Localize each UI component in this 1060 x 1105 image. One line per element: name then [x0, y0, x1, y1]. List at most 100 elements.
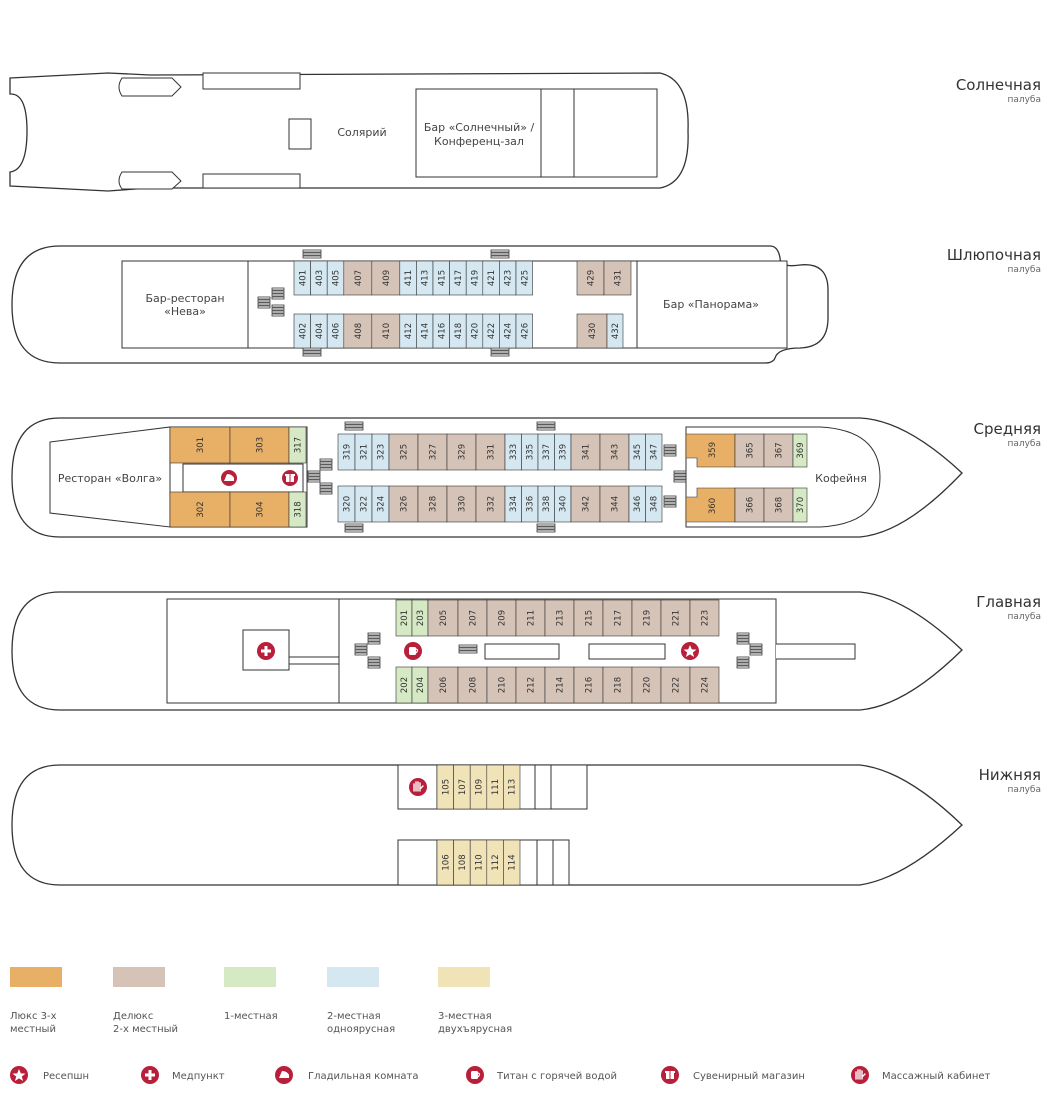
- lower-deck-title: Нижняя: [979, 766, 1041, 784]
- cabin-343[interactable]: [599, 433, 630, 471]
- cabin-label: 320: [343, 496, 353, 512]
- cabin-212[interactable]: [515, 666, 546, 704]
- cabin-215[interactable]: [573, 599, 604, 637]
- cabin-429[interactable]: [576, 260, 605, 296]
- cabin-label: 202: [400, 677, 410, 693]
- massage-hand-icon: [851, 1066, 869, 1084]
- cabin-label: 109: [475, 779, 485, 795]
- main-deck-top-cabins: 201 203 205 207 209 211 213 215 217 219 …: [395, 599, 720, 637]
- cabin-209[interactable]: [486, 599, 517, 637]
- cabin-326[interactable]: [388, 485, 419, 523]
- cabin-label: 417: [454, 270, 464, 286]
- cabin-431[interactable]: [603, 260, 632, 296]
- cabin-211[interactable]: [515, 599, 546, 637]
- cabin-label: 220: [643, 677, 653, 693]
- cabin-408[interactable]: [343, 313, 373, 349]
- cabin-365[interactable]: [734, 433, 765, 468]
- cabin-label: 333: [509, 444, 519, 460]
- panorama-label: Бар «Панорама»: [663, 298, 759, 311]
- cabin-205[interactable]: [427, 599, 459, 637]
- sun-deck: Солярий Бар «Солнечный» / Конференц-зал …: [9, 72, 1041, 192]
- legend-deluxe-1: Делюкс: [113, 1011, 153, 1022]
- cabin-368[interactable]: [763, 487, 794, 523]
- cabin-223[interactable]: [689, 599, 720, 637]
- cabin-label: 224: [701, 677, 711, 693]
- legend-reception: Ресепшн: [43, 1071, 89, 1082]
- cabin-207[interactable]: [457, 599, 488, 637]
- cabin-206[interactable]: [427, 666, 459, 704]
- cabin-label: 369: [796, 442, 806, 458]
- cabin-label: 366: [746, 497, 756, 513]
- cabin-label: 360: [708, 498, 718, 514]
- cabin-348[interactable]: [645, 485, 663, 523]
- cabin-218[interactable]: [602, 666, 633, 704]
- cabin-label: 421: [487, 270, 497, 286]
- cabin-label: 326: [400, 496, 410, 512]
- cabin-label: 334: [509, 496, 519, 512]
- cabin-341[interactable]: [570, 433, 601, 471]
- cabin-label: 319: [343, 444, 353, 460]
- cabin-label: 219: [643, 610, 653, 626]
- cabin-410[interactable]: [371, 313, 401, 349]
- boat-deck-subtitle: палуба: [1007, 265, 1041, 275]
- cabin-347[interactable]: [645, 433, 663, 471]
- cabin-label: 429: [587, 270, 597, 286]
- legend-titan: Титан с горячей водой: [496, 1071, 617, 1082]
- cabin-318[interactable]: [288, 491, 307, 528]
- cabin-216[interactable]: [573, 666, 604, 704]
- cabin-label: 365: [746, 442, 756, 458]
- cabin-430[interactable]: [576, 313, 608, 349]
- swatch-triple: [438, 967, 490, 987]
- cabin-114[interactable]: [503, 839, 521, 886]
- cabin-label: 419: [471, 270, 481, 286]
- cabin-317[interactable]: [288, 426, 307, 464]
- cabin-217[interactable]: [602, 599, 633, 637]
- cabin-302[interactable]: [169, 491, 231, 528]
- cabin-label: 336: [526, 496, 536, 512]
- cabin-label: 367: [775, 442, 785, 458]
- cabin-370[interactable]: [792, 487, 808, 523]
- cabin-label: 321: [360, 444, 370, 460]
- cabin-407[interactable]: [343, 260, 373, 296]
- cabin-208[interactable]: [457, 666, 488, 704]
- cabin-330[interactable]: [446, 485, 477, 523]
- cabin-label: 106: [441, 854, 451, 870]
- cabin-342[interactable]: [570, 485, 601, 523]
- cabin-328[interactable]: [417, 485, 448, 523]
- neva-label-1: Бар-ресторан: [145, 292, 224, 305]
- boat-deck-title: Шлюпочная: [947, 246, 1041, 264]
- cabin-224[interactable]: [689, 666, 720, 704]
- cabin-329[interactable]: [446, 433, 477, 471]
- cabin-367[interactable]: [763, 433, 794, 468]
- cabin-432[interactable]: [606, 313, 624, 349]
- cabin-label: 332: [487, 496, 497, 512]
- cabin-332[interactable]: [475, 485, 506, 523]
- legend-massage: Массажный кабинет: [882, 1071, 991, 1082]
- cabin-369[interactable]: [792, 433, 808, 468]
- cabin-label: 340: [559, 496, 569, 512]
- reception-star-icon: [681, 642, 699, 660]
- cabin-label: 411: [404, 270, 414, 286]
- cabin-426[interactable]: [515, 313, 533, 349]
- cabin-366[interactable]: [734, 487, 765, 523]
- legend-ironing: Гладильная комната: [308, 1071, 419, 1082]
- cabin-304[interactable]: [229, 491, 290, 528]
- cabin-210[interactable]: [486, 666, 517, 704]
- cabin-113[interactable]: [503, 764, 521, 810]
- cabin-label: 432: [611, 323, 621, 339]
- cabin-409[interactable]: [371, 260, 401, 296]
- cabin-331[interactable]: [475, 433, 506, 471]
- cabin-label: 218: [614, 677, 624, 693]
- cabin-label: 341: [582, 444, 592, 460]
- cabin-label: 415: [437, 270, 447, 286]
- cabin-425[interactable]: [515, 260, 533, 296]
- cabin-213[interactable]: [544, 599, 575, 637]
- middle-deck-subtitle: палуба: [1007, 439, 1041, 449]
- cabin-325[interactable]: [388, 433, 419, 471]
- cabin-219[interactable]: [631, 599, 662, 637]
- legend-lux-2: местный: [10, 1024, 56, 1035]
- cabin-220[interactable]: [631, 666, 662, 704]
- cabin-label: 410: [382, 323, 392, 339]
- cabin-label: 304: [256, 501, 266, 517]
